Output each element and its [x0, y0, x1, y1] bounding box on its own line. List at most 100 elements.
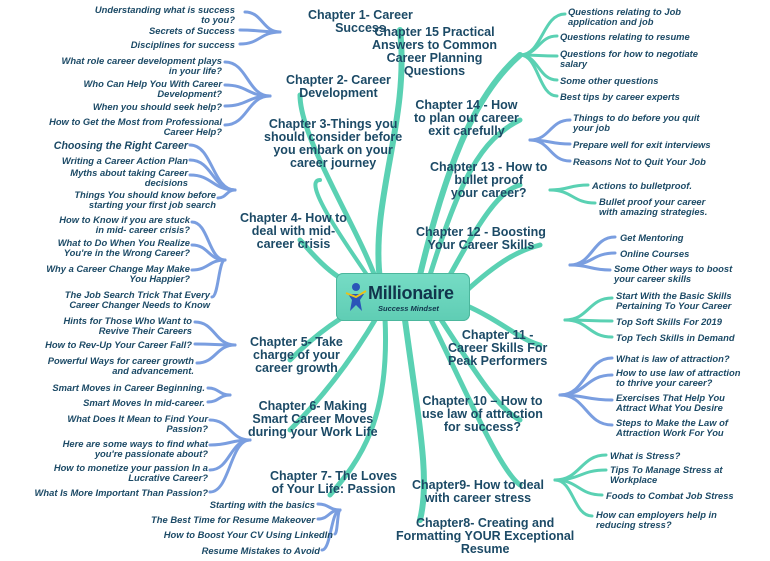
leaf-starting-basics: Starting with the basics — [209, 499, 315, 510]
right-fan-3-branch-2 — [548, 188, 597, 205]
trunk-13 — [447, 182, 523, 278]
leaf-other-questions: Some other questions — [560, 75, 659, 86]
trunk-12 — [462, 242, 543, 295]
right-fan-1-branch-5 — [518, 53, 559, 98]
leaf-smart-moves-mid: Smart Moves In mid-career. — [83, 397, 205, 408]
leaf-more-important-passion: What Is More Important Than Passion? — [34, 487, 208, 498]
leaf-rev-up-career: How to Rev-Up Your Career Fall? — [45, 339, 192, 350]
leaf-foods-stress: Foods to Combat Job Stress — [606, 490, 734, 501]
right-fan-7-branch-2 — [553, 468, 608, 482]
left-fan-6-branch-2 — [206, 393, 232, 404]
trunk-10 — [437, 315, 523, 423]
trunk-1 — [375, 27, 405, 283]
left-fan-8-branch-4 — [320, 508, 342, 552]
person-star-icon — [345, 283, 367, 311]
right-fan-1-branch-1 — [518, 12, 567, 57]
trunk-8 — [402, 317, 428, 523]
leaf-disciplines-success: Disciplines for success — [130, 39, 235, 50]
left-fan-7-branch-1 — [208, 418, 252, 442]
leaf-resume-questions: Questions relating to resume — [560, 31, 690, 42]
left-fan-3-branch-3 — [188, 173, 237, 192]
leaf-career-action-plan: Writing a Career Action Plan — [61, 155, 188, 166]
leaf-law-attraction: What is law of attraction? — [616, 353, 730, 364]
left-fan-2-branch-4 — [223, 94, 272, 127]
right-fan-4-branch-1 — [568, 235, 617, 267]
left-fan-7-branch-4 — [208, 438, 252, 494]
left-fan-4-branch-4 — [210, 258, 227, 299]
right-fan-5-branch-1 — [563, 296, 614, 322]
leaf-secrets-success: Secrets of Success — [149, 25, 235, 36]
leaf-tech-skills: Top Tech Skills in Demand — [616, 332, 735, 343]
left-fan-5-branch-1 — [193, 320, 237, 347]
leaf-cv-linkedin: How to Boost Your CV Using LinkedIn — [163, 529, 333, 540]
leaf-get-mentoring: Get Mentoring — [620, 232, 684, 243]
right-fan-2-branch-3 — [528, 138, 572, 163]
leaf-actions-bulletproof: Actions to bulletproof. — [592, 180, 692, 191]
left-fan-4-branch-3 — [190, 258, 227, 272]
leaf-not-quit: Reasons Not to Quit Your Job — [573, 156, 706, 167]
left-fan-5-branch-3 — [195, 343, 237, 365]
right-fan-7-branch-4 — [553, 478, 594, 518]
left-fan-2-branch-2 — [223, 83, 272, 98]
trunk-14 — [427, 117, 523, 278]
trunk-7 — [327, 315, 389, 498]
trunk-11 — [462, 302, 543, 348]
left-fan-1-branch-3 — [238, 30, 282, 46]
left-fan-3-branch-4 — [216, 188, 237, 200]
leaf-smart-moves-beginning: Smart Moves in Career Beginning. — [52, 382, 205, 393]
leaf-what-is-stress: What is Stress? — [610, 450, 681, 461]
leaf-exit-interviews: Prepare well for exit interviews — [573, 139, 711, 150]
center-title: Millionaire — [368, 283, 454, 303]
right-fan-2-branch-1 — [528, 118, 572, 142]
center-subtitle: Success Mindset — [378, 304, 439, 313]
right-fan-5-branch-3 — [563, 318, 614, 339]
leaf-expert-tips: Best tips by career experts — [560, 91, 680, 102]
leaf-choosing-right-career: Choosing the Right Career — [53, 140, 188, 152]
right-fan-6-branch-4 — [558, 393, 614, 427]
trunk-9 — [427, 315, 523, 488]
leaf-seek-help: When you should seek help? — [92, 101, 222, 112]
leaf-resume-mistakes: Resume Mistakes to Avoid — [201, 545, 320, 556]
leaf-resume-makeover: The Best Time for Resume Makeover — [151, 514, 315, 525]
right-fan-4-branch-3 — [568, 263, 612, 272]
leaf-online-courses: Online Courses — [620, 248, 690, 259]
right-fan-4-branch-2 — [568, 251, 617, 267]
trunk-2 — [297, 92, 381, 288]
